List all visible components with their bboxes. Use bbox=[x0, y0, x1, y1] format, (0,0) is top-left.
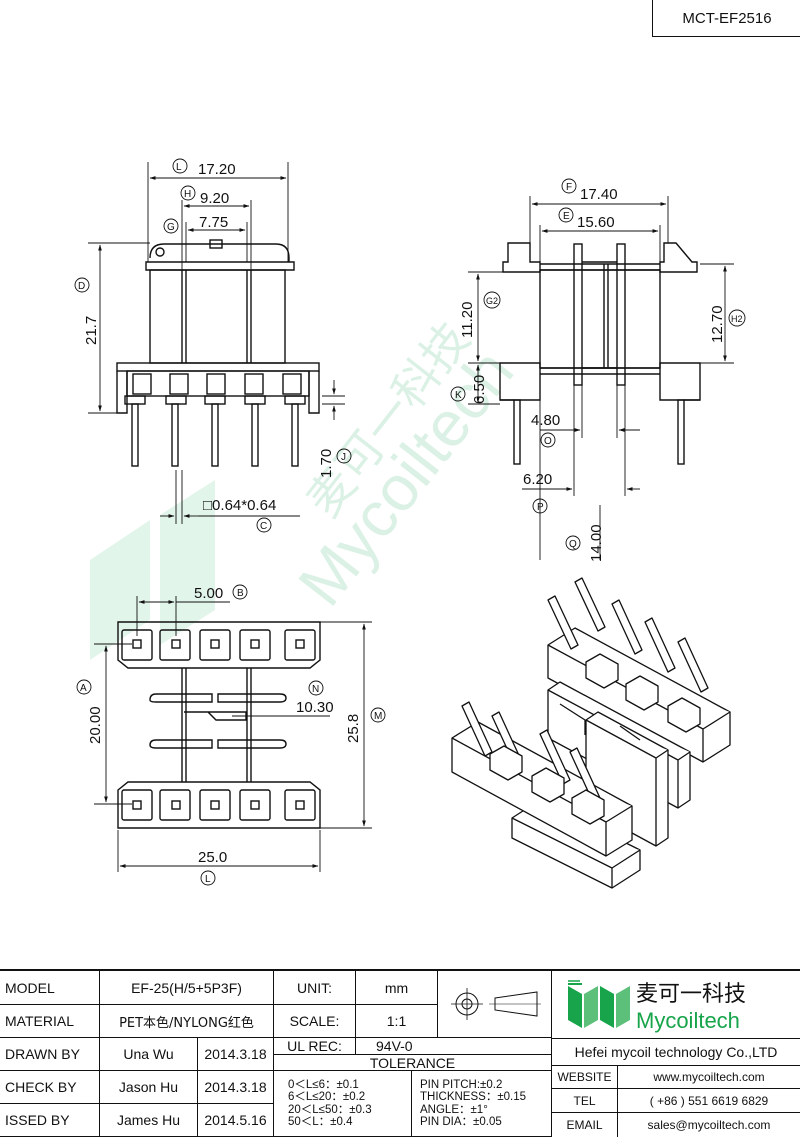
label-G2: G2 bbox=[486, 296, 498, 306]
material-value: PET本色/NYLONG红色 bbox=[100, 1005, 274, 1038]
tolerance-ranges: 0＜L≤6：±0.1 6＜L≤20：±0.2 20＜L≤50：±0.3 50＜L… bbox=[274, 1071, 412, 1137]
label-J: J bbox=[341, 452, 346, 463]
watermark-logo bbox=[90, 480, 215, 660]
company-full-name: Hefei mycoil technology Co.,LTD bbox=[552, 1038, 800, 1066]
tolerance-1: 0＜L≤6：±0.1 bbox=[288, 1078, 359, 1091]
label-P: P bbox=[537, 502, 544, 513]
dim-G2-value: 11.20 bbox=[459, 302, 476, 338]
bottom-view-text: 5.00 B 10.30 N 20.00 A 25.8 M 25.0 L bbox=[76, 584, 386, 886]
dim-G-value: 7.75 bbox=[199, 214, 228, 231]
front-view-text: 17.20 L 9.20 H 7.75 G 21.7 D 1.70 J □0.6… bbox=[74, 158, 352, 533]
model-label: MODEL bbox=[0, 971, 100, 1005]
company-logo: 麦可一科技 Mycoiltech bbox=[552, 971, 800, 1039]
company-name-cn: 麦可一科技 bbox=[636, 981, 747, 1007]
label-E: E bbox=[563, 211, 570, 222]
label-L: L bbox=[176, 162, 182, 173]
dim-L-value: 17.20 bbox=[198, 161, 236, 178]
dim-K-value: 6.50 bbox=[471, 375, 488, 404]
projection-symbol bbox=[438, 971, 552, 1038]
tolerance-specs: PIN PITCH:±0.2 THICKNESS：±0.15 ANGLE：±1°… bbox=[412, 1071, 552, 1137]
drawn-name: Una Wu bbox=[100, 1038, 198, 1071]
front-view-dimensions bbox=[88, 162, 345, 524]
dim-H2-value: 12.70 bbox=[709, 305, 726, 343]
ul-label: UL REC: bbox=[274, 1038, 356, 1055]
check-date: 2014.3.18 bbox=[198, 1071, 274, 1104]
tel-value: ( +86 ) 551 6619 6829 bbox=[618, 1089, 800, 1113]
front-view bbox=[116, 239, 320, 467]
email-label: EMAIL bbox=[552, 1113, 618, 1137]
issued-date: 2014.5.16 bbox=[198, 1104, 274, 1137]
scale-value: 1:1 bbox=[356, 1005, 438, 1038]
side-view bbox=[499, 242, 701, 465]
dim-F-value: 17.40 bbox=[580, 186, 618, 203]
dim-A-value: 20.00 bbox=[87, 706, 104, 744]
label-B: B bbox=[237, 588, 244, 599]
dim-B-value: 5.00 bbox=[194, 585, 223, 602]
bottom-view-dimensions bbox=[94, 596, 372, 872]
ul-value: 94V-0 bbox=[356, 1038, 552, 1055]
tolerance-2: 6＜L≤20：±0.2 bbox=[288, 1091, 366, 1103]
label-F: F bbox=[566, 182, 572, 193]
tel-label: TEL bbox=[552, 1089, 618, 1113]
dim-J-value: 1.70 bbox=[318, 449, 335, 478]
label-A: A bbox=[80, 683, 87, 694]
angle: ANGLE：±1° bbox=[420, 1103, 488, 1116]
side-view-text: 17.40 F 15.60 E 11.20 G2 12.70 H2 6.50 K… bbox=[450, 178, 746, 562]
label-D: D bbox=[78, 281, 85, 292]
label-C: C bbox=[260, 521, 267, 532]
scale-label: SCALE: bbox=[274, 1005, 356, 1038]
dim-N-value: 10.30 bbox=[296, 699, 334, 716]
label-O: O bbox=[544, 436, 552, 447]
model-value: EF-25(H/5+5P3F) bbox=[100, 971, 274, 1005]
dim-O-value: 4.80 bbox=[531, 412, 560, 429]
thickness: THICKNESS：±0.15 bbox=[420, 1091, 527, 1103]
label-H2: H2 bbox=[731, 314, 743, 324]
dim-E-value: 15.60 bbox=[577, 214, 615, 231]
watermark: 麦可一科技 Mycoiltech bbox=[90, 313, 527, 660]
unit-value: mm bbox=[356, 971, 438, 1005]
label-H: H bbox=[184, 189, 191, 200]
label-K: K bbox=[455, 390, 462, 401]
unit-label: UNIT: bbox=[274, 971, 356, 1005]
label-G: G bbox=[167, 222, 175, 233]
dim-C-value: □0.64*0.64 bbox=[203, 497, 276, 514]
issued-label: ISSED BY bbox=[0, 1104, 100, 1137]
label-L2: L bbox=[205, 874, 211, 885]
mycoiltech-logo-icon bbox=[568, 979, 630, 1028]
company-name-en: Mycoiltech bbox=[636, 1007, 740, 1033]
bottom-view bbox=[117, 621, 321, 829]
technical-drawing: 麦可一科技 Mycoiltech bbox=[74, 158, 746, 889]
tolerance-3: 20＜L≤50：±0.3 bbox=[288, 1103, 372, 1116]
pin-pitch: PIN PITCH:±0.2 bbox=[420, 1078, 503, 1091]
label-M: M bbox=[374, 711, 382, 722]
check-name: Jason Hu bbox=[100, 1071, 198, 1104]
tolerance-label: TOLERANCE bbox=[274, 1055, 552, 1071]
website-value[interactable]: www.mycoiltech.com bbox=[618, 1066, 800, 1089]
pin-dia: PIN DIA：±0.05 bbox=[420, 1116, 502, 1128]
material-label: MATERIAL bbox=[0, 1005, 100, 1038]
drawing-code: MCT-EF2516 bbox=[652, 0, 800, 37]
drawn-date: 2014.3.18 bbox=[198, 1038, 274, 1071]
isometric-view bbox=[451, 577, 731, 889]
dim-Q-value: 14.00 bbox=[588, 524, 605, 562]
website-label: WEBSITE bbox=[552, 1066, 618, 1089]
tolerance-4: 50＜L：±0.4 bbox=[288, 1116, 353, 1128]
email-value[interactable]: sales@mycoiltech.com bbox=[647, 1118, 771, 1132]
label-Q: Q bbox=[569, 539, 577, 550]
side-view-dimensions bbox=[468, 196, 734, 560]
issued-name: James Hu bbox=[100, 1104, 198, 1137]
dim-L2-value: 25.0 bbox=[198, 849, 227, 866]
dim-M-value: 25.8 bbox=[345, 714, 362, 743]
first-angle-projection-icon bbox=[450, 988, 541, 1020]
label-N: N bbox=[312, 684, 319, 695]
dim-D-value: 21.7 bbox=[83, 316, 100, 345]
dim-P-value: 6.20 bbox=[523, 471, 552, 488]
title-block: MODEL EF-25(H/5+5P3F) UNIT: mm MATERIAL … bbox=[0, 969, 800, 1137]
drawn-label: DRAWN BY bbox=[0, 1038, 100, 1071]
check-label: CHECK BY bbox=[0, 1071, 100, 1104]
dim-H-value: 9.20 bbox=[200, 190, 229, 207]
